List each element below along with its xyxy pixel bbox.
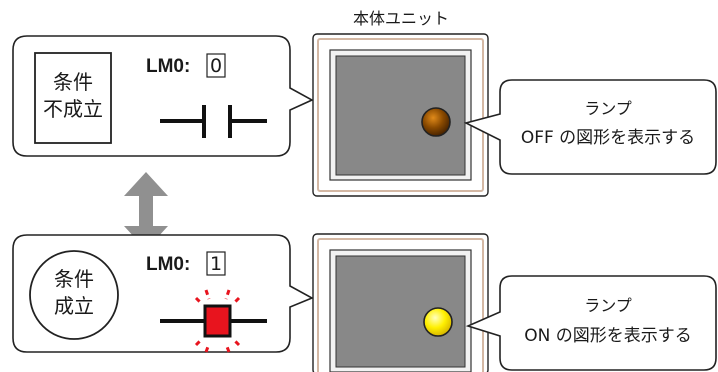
bottom-device-address: LM0: bbox=[146, 254, 190, 275]
top-lamp-bubble bbox=[463, 79, 717, 175]
bottom-condition-line1: 条件 bbox=[54, 267, 94, 291]
top-contact-symbol bbox=[160, 105, 267, 138]
bottom-condition-line2: 成立 bbox=[54, 294, 94, 318]
top-condition-line2: 不成立 bbox=[43, 97, 103, 121]
top-lamp-desc: OFF の図形を表示する bbox=[521, 128, 695, 148]
top-device-address: LM0: bbox=[146, 56, 190, 77]
device-unit-label: 本体ユニット bbox=[353, 9, 449, 28]
transition-arrow bbox=[124, 172, 168, 250]
top-condition-line1: 条件 bbox=[53, 70, 93, 94]
bottom-value-box bbox=[206, 251, 226, 276]
top-device-panel bbox=[312, 33, 489, 197]
top-lamp-label: ランプ bbox=[584, 99, 632, 118]
bottom-device-panel bbox=[312, 233, 489, 372]
top-value: 0 bbox=[210, 55, 222, 77]
bottom-lamp-on bbox=[423, 307, 453, 337]
bottom-value: 1 bbox=[210, 253, 222, 275]
contact-on-glow bbox=[194, 289, 241, 353]
bottom-contact-symbol bbox=[160, 289, 267, 353]
top-condition-box bbox=[34, 52, 112, 144]
bottom-lamp-bubble bbox=[465, 275, 717, 371]
bottom-lamp-label: ランプ bbox=[584, 296, 632, 315]
bottom-condition-circle bbox=[29, 250, 119, 340]
bottom-lamp-desc: ON の図形を表示する bbox=[524, 326, 692, 346]
top-value-box bbox=[206, 53, 226, 78]
top-lamp-off bbox=[421, 107, 451, 137]
